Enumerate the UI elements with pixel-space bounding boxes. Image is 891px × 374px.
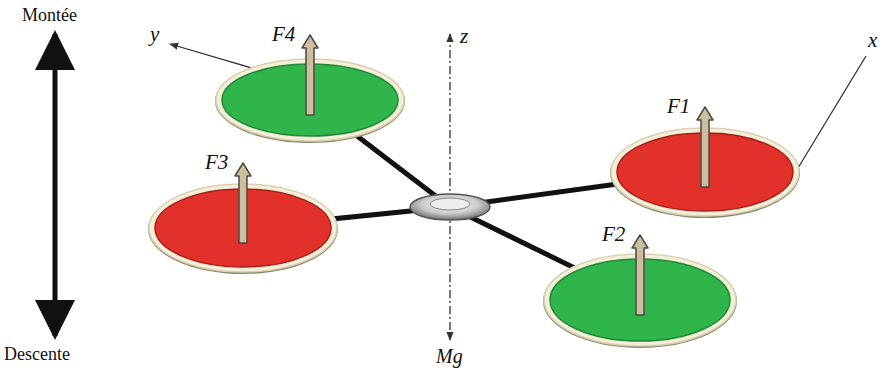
axis-label: y [150, 24, 159, 45]
weight-label: Mg [436, 346, 463, 366]
force-label: F3 [205, 152, 228, 173]
rotor-disc: F2 [538, 248, 742, 352]
rotor-outline [143, 178, 343, 278]
force-label: F2 [602, 224, 625, 245]
rotor-outline [210, 53, 410, 147]
rotor-disc: F1 [605, 122, 805, 222]
central-body [410, 194, 490, 220]
rotor-outline [538, 248, 742, 352]
x-axis [798, 56, 866, 168]
axis-label: x [868, 30, 877, 51]
force-label: F4 [272, 24, 295, 45]
descent-label: Descente [4, 345, 70, 363]
rotor-outline [605, 122, 805, 222]
force-label: F1 [667, 96, 690, 117]
climb-label: Montée [22, 6, 77, 24]
axis-label: z [460, 26, 468, 47]
climb-descent-arrow [53, 34, 58, 336]
z-axis [449, 34, 450, 340]
rotor-disc: F4 [210, 53, 410, 147]
rotor-disc: F3 [143, 178, 343, 278]
